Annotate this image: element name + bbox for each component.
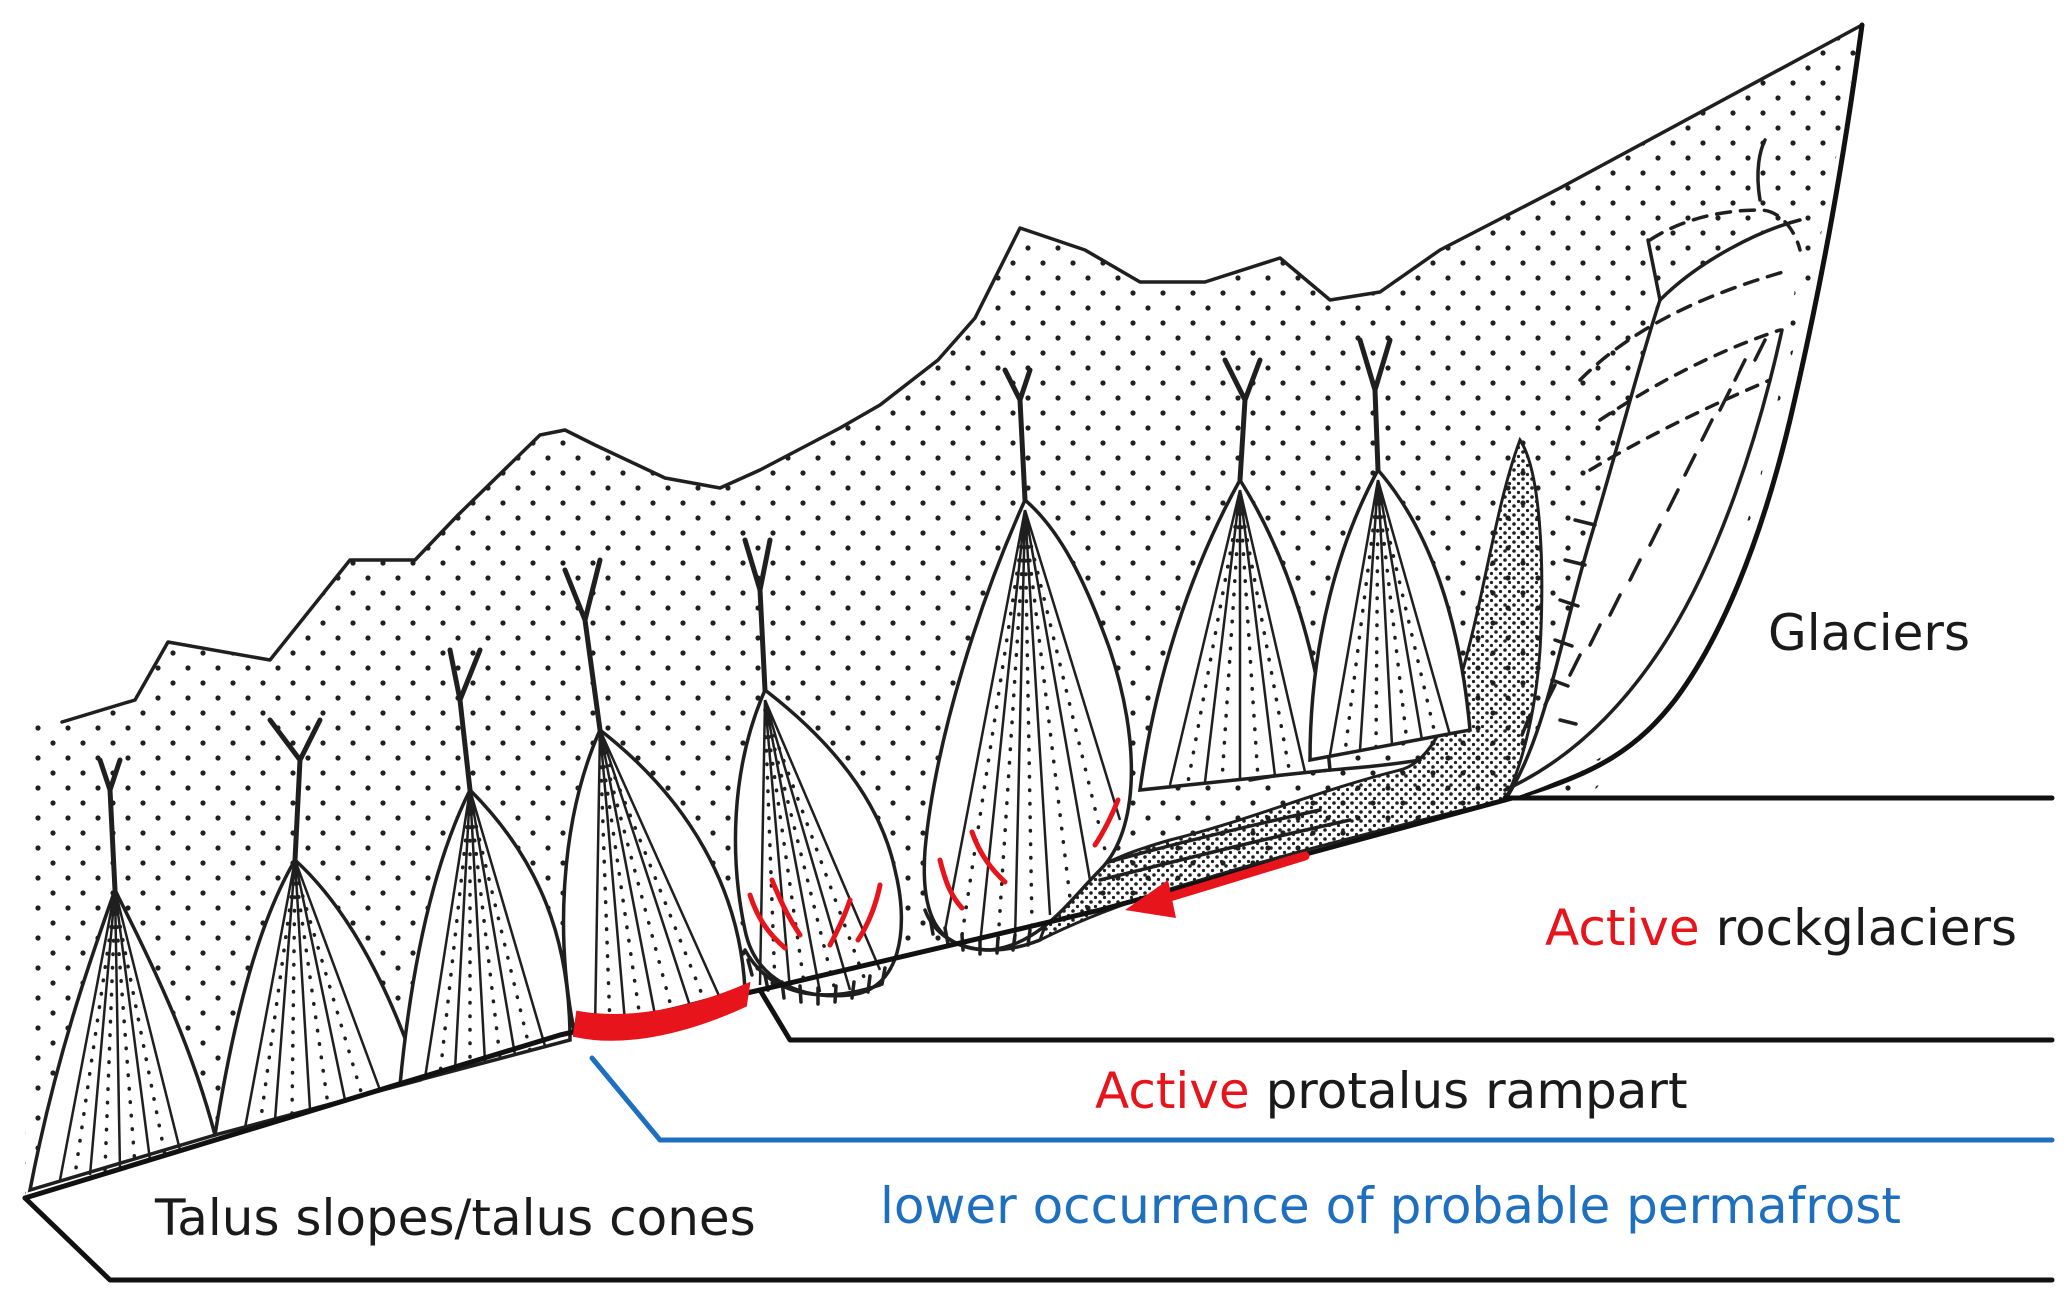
rockglaciers-divider-line: [757, 987, 2055, 1043]
active-rockglacier-ridges-6: [937, 797, 1121, 911]
talus-cone-4: [561, 557, 747, 1038]
label-glaciers: Glaciers: [1768, 604, 1970, 662]
talus-cone-5: [733, 537, 904, 1006]
glacier: [1503, 138, 1802, 802]
mountain-right-flank: [1502, 22, 1865, 803]
talus-bottom-line: [22, 1195, 2055, 1283]
label-talus: Talus slopes/talus cones: [154, 1189, 756, 1247]
label-active-rockglaciers: Active rockglaciers: [1545, 899, 2017, 957]
talus-cone-1: [27, 757, 218, 1193]
label-rockglaciers-active-word: Active: [1545, 899, 1700, 957]
talus-cone-8: [1308, 337, 1472, 763]
permafrost-line: [589, 1055, 2055, 1143]
rockglacier-flow-arrow: [1125, 851, 1310, 918]
active-protalus-marker: [572, 981, 751, 1041]
label-permafrost: lower occurrence of probable permafrost: [880, 1177, 1901, 1235]
label-protalus-rest: protalus rampart: [1250, 1062, 1688, 1120]
label-protalus-active-word: Active: [1095, 1062, 1250, 1120]
label-active-protalus: Active protalus rampart: [1095, 1062, 1688, 1120]
active-rockglacier-ridges-5: [747, 877, 883, 951]
ridge-line: [60, 23, 1864, 724]
talus-cone-7: [1137, 357, 1332, 792]
talus-cone-2: [212, 717, 423, 1138]
label-rockglaciers-rest: rockglaciers: [1700, 899, 2017, 957]
